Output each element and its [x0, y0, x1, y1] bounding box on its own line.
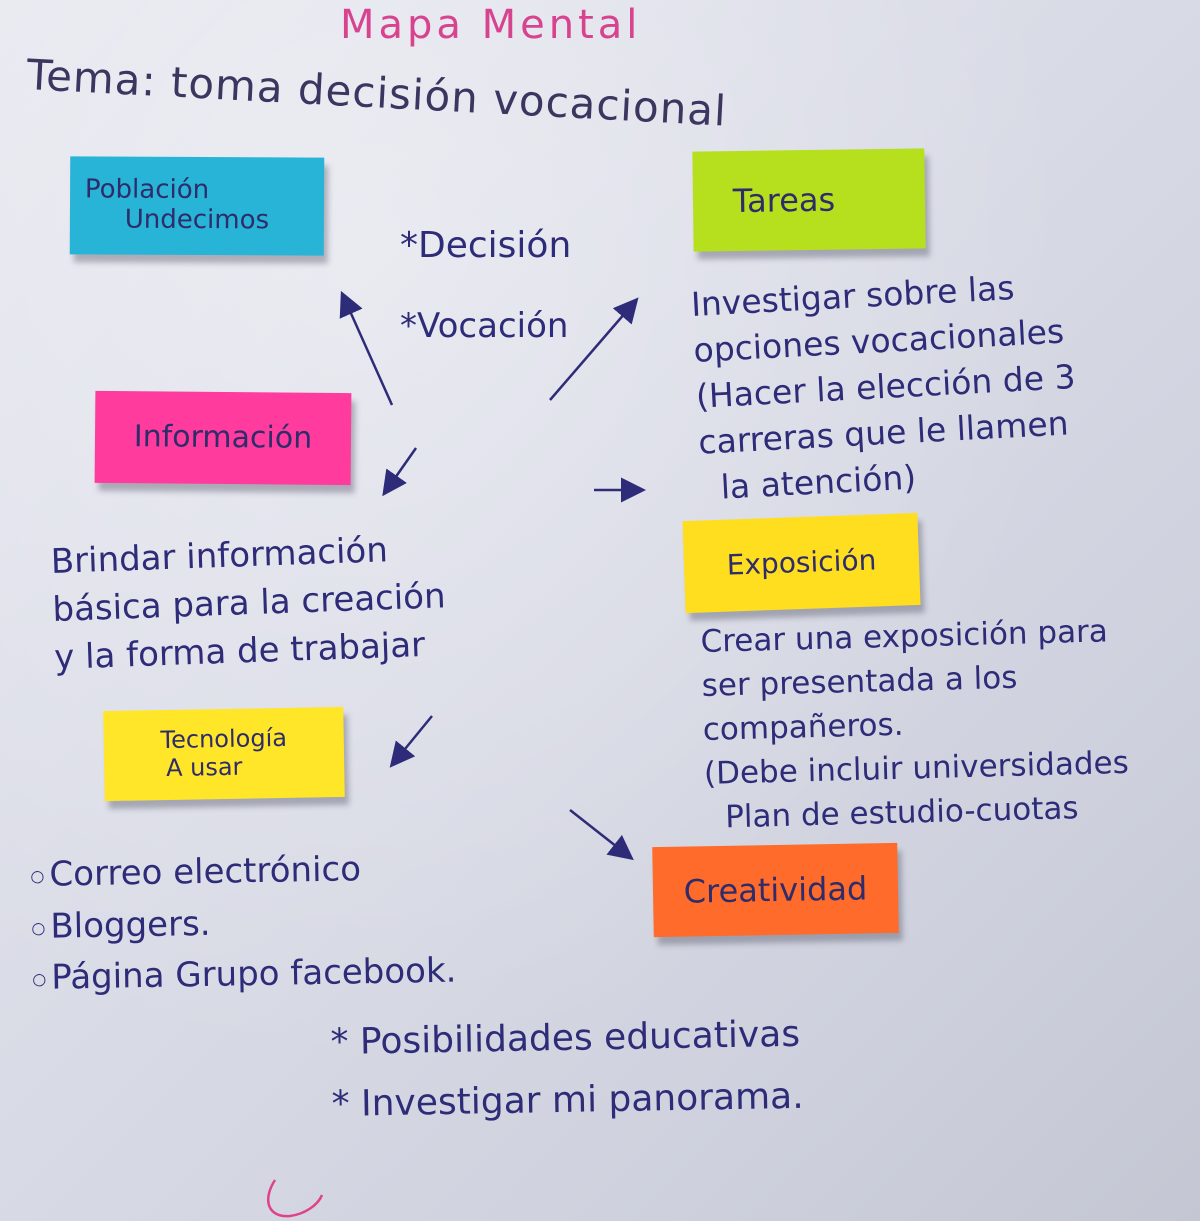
center-decision: *Decisión: [400, 225, 572, 266]
center-vocacion: *Vocación: [400, 306, 569, 346]
arrow-to-poblacion: [339, 290, 394, 406]
arrow-to-creatividad: [569, 809, 634, 861]
page-title: Mapa Mental: [340, 2, 642, 48]
arrow-to-informacion-text: [382, 447, 418, 497]
page-number-mark: [266, 1179, 324, 1218]
arrow-to-tareas: [549, 297, 639, 401]
arrow-to-tecnologia: [389, 715, 433, 768]
